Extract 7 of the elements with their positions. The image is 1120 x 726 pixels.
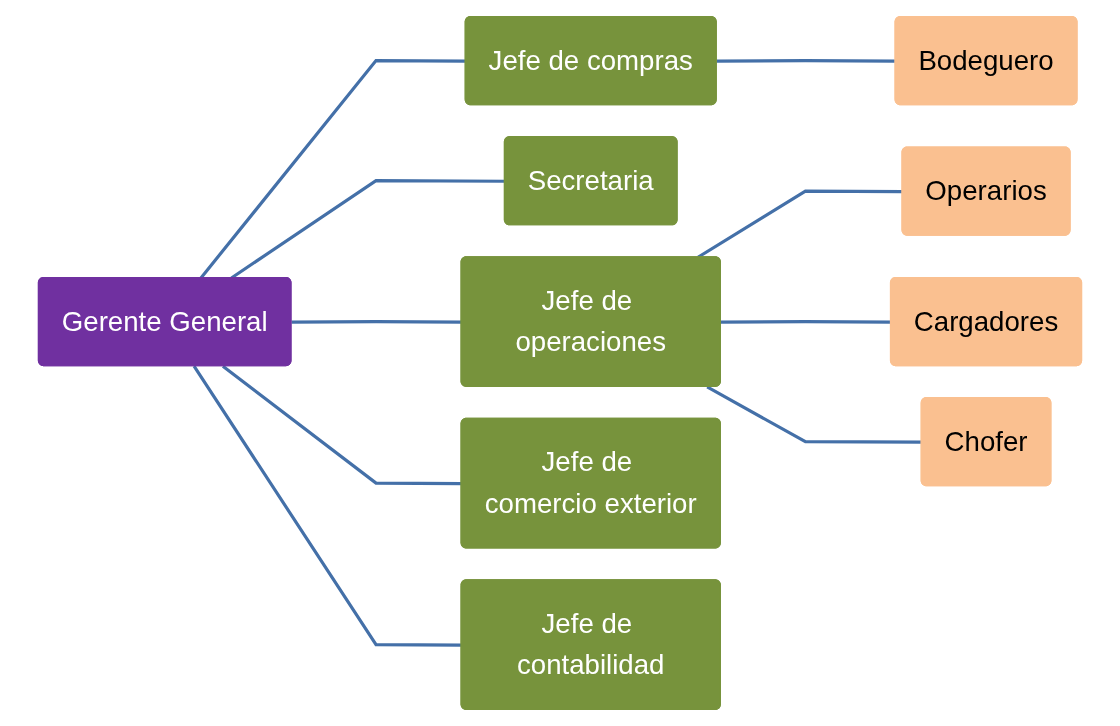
connector	[199, 59, 466, 279]
connector	[221, 364, 462, 486]
connector	[716, 59, 896, 63]
connector	[720, 319, 891, 324]
connector	[192, 365, 462, 647]
connector	[291, 319, 462, 324]
connector	[706, 385, 922, 444]
